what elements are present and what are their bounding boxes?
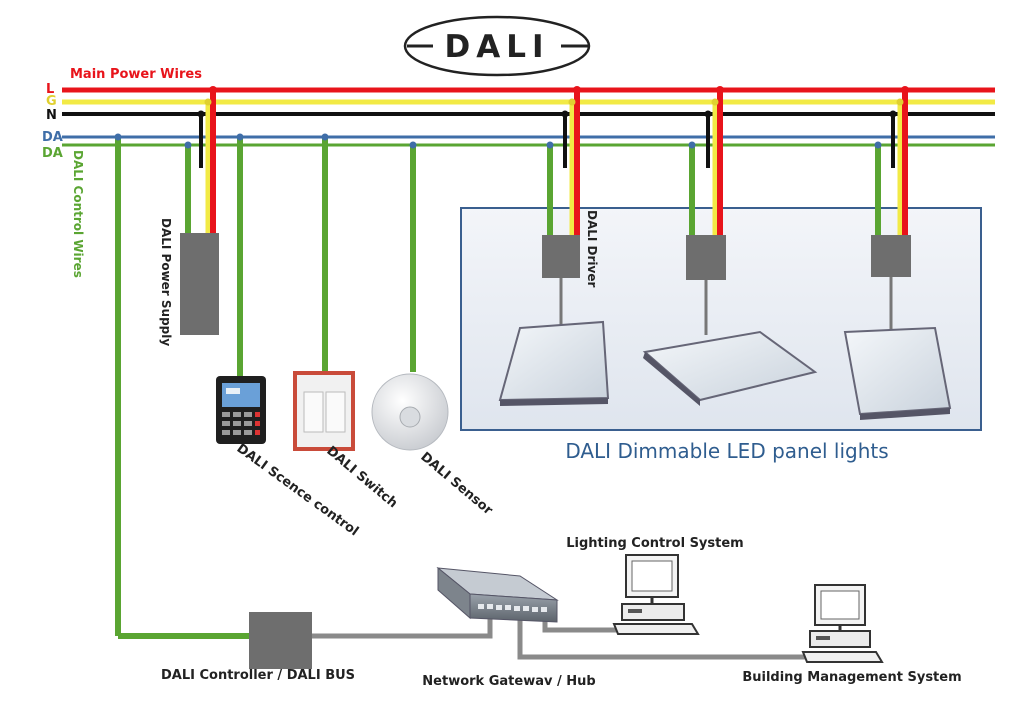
scene-control-device [216, 376, 266, 444]
led-panel [642, 330, 818, 402]
junction-dot [896, 98, 904, 106]
junction-dot [184, 141, 192, 149]
controller-to-hub-cable [311, 612, 493, 639]
panel-unit-2 [642, 86, 818, 406]
junction-dot [889, 110, 897, 118]
network-hub [436, 566, 559, 623]
panel-unit-1 [498, 86, 610, 406]
bms-label: Building Management System [742, 670, 961, 685]
junction-dot [568, 98, 576, 106]
junction-dot [197, 110, 205, 118]
switch-rocker-right [325, 391, 346, 433]
gateway-label: Network Gatewav / Hub [422, 674, 595, 689]
lcs-drive [628, 609, 642, 613]
junction-dot [236, 133, 244, 141]
power-supply-wiring [184, 86, 217, 233]
l-label: L [46, 82, 54, 97]
panel-lights-label: DALI Dimmable LED panel lights [565, 439, 888, 463]
dali-controller-box [249, 612, 312, 669]
scene-control-screen-text [226, 388, 240, 394]
junction-dot [688, 141, 696, 149]
led-panel-edge [860, 408, 950, 420]
led-panel [843, 326, 952, 416]
controller-wiring [114, 133, 250, 639]
junction-dot [874, 141, 882, 149]
driver-box [542, 235, 580, 278]
lcs-keyboard [612, 623, 700, 635]
network-wiring [311, 610, 810, 660]
n-label: N [46, 108, 57, 123]
dali-logo: DALI [403, 15, 591, 77]
scene-control-keypad [222, 412, 260, 435]
logo-text: DALI [444, 29, 549, 65]
lcs-tower [621, 603, 685, 621]
switch-device [293, 371, 355, 451]
junction-dot [321, 133, 329, 141]
junction-dot [204, 98, 212, 106]
junction-dot [561, 110, 569, 118]
bms-screen [820, 590, 860, 620]
power-supply-box [180, 233, 219, 335]
junction-dot [901, 86, 909, 94]
sensor-label: DALI Sensor [417, 450, 495, 519]
junction-dot [704, 110, 712, 118]
bms-drive [816, 636, 830, 640]
control-wires-label: DALI Control Wires [71, 150, 85, 278]
bms-keyboard [801, 651, 884, 663]
lcs-screen [631, 560, 673, 592]
driver-box [871, 235, 911, 277]
da2-label: DA [42, 146, 63, 161]
g-label: G [46, 94, 57, 109]
led-panel-edge [500, 398, 608, 406]
sensor-device [371, 373, 449, 451]
junction-dot [546, 141, 554, 149]
panel-unit-3 [843, 86, 952, 420]
led-panel-edge [643, 352, 700, 406]
switch-label: DALI Switch [323, 444, 400, 512]
bms-tower [809, 630, 871, 648]
bms-computer [801, 584, 884, 663]
junction-dot [711, 98, 719, 106]
driver-label: DALI Driver [585, 210, 599, 287]
main-wires [62, 87, 995, 147]
sensor-lens [399, 406, 421, 428]
logo-ellipse [403, 15, 591, 77]
hub-front [469, 593, 558, 623]
junction-dot [209, 86, 217, 94]
junction-dot [409, 141, 417, 149]
switch-rocker-left [303, 391, 324, 433]
power-supply-label: DALI Power Supply [159, 218, 173, 346]
junction-dot [114, 133, 122, 141]
hub-to-bms-cable [517, 612, 810, 660]
lcs-label: Lighting Control System [566, 536, 743, 551]
controller-label: DALI Controller / DALI BUS [161, 668, 355, 683]
junction-dot [573, 86, 581, 94]
main-power-label: Main Power Wires [70, 67, 202, 82]
da1-label: DA [42, 130, 63, 145]
junction-dot [716, 86, 724, 94]
lcs-computer [612, 554, 700, 635]
scene-control-screen [222, 383, 260, 407]
hub-ports [478, 604, 547, 612]
driver-box [686, 235, 726, 280]
